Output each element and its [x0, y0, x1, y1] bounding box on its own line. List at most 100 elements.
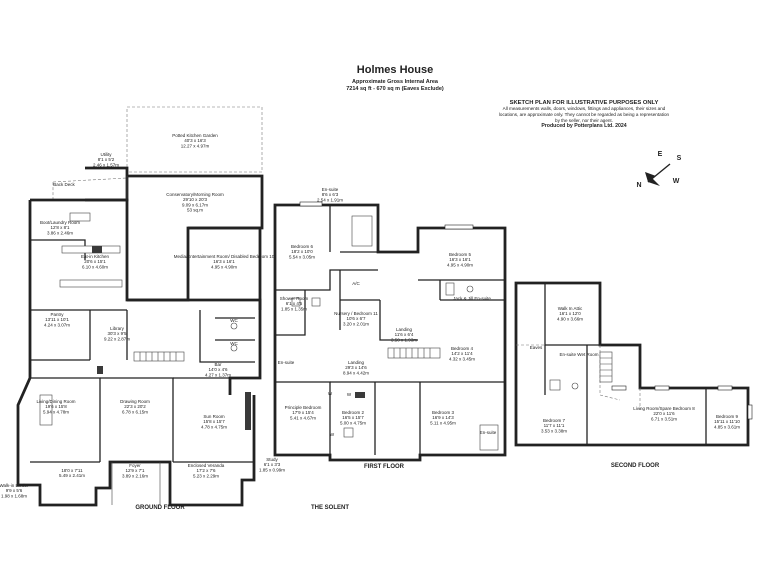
- room-label-line: W: [330, 432, 335, 437]
- disclaimer: SKETCH PLAN FOR ILLUSTRATIVE PURPOSES ON…: [498, 100, 670, 129]
- compass-w: W: [673, 178, 680, 185]
- room-label-line: Living Room/Spare Bedroom 8: [633, 406, 695, 411]
- room-label-line: 6'1 x 4'5: [286, 301, 303, 306]
- room-label: W: [330, 432, 335, 437]
- room-label-line: WC: [230, 341, 238, 346]
- room-label-line: 16'3 x 16'1: [213, 259, 235, 264]
- room-label-line: 3.86 x 2.46m: [47, 230, 73, 235]
- room-label-line: Walk In Attic: [558, 306, 583, 311]
- room-label: Jack & Jill En-suite: [453, 296, 491, 301]
- first-floor-caption: FIRST FLOOR: [364, 464, 405, 470]
- room-label-line: W: [347, 392, 352, 397]
- room-label-line: 5.94 x 4.78m: [43, 409, 69, 414]
- room-label-line: 2.54 x 1.91m: [317, 197, 343, 202]
- room-label-line: 18'0 x 7'11: [61, 468, 83, 473]
- room-label-line: 17'9 x 15'4: [292, 410, 314, 415]
- room-label-line: Boot/Laundry Room: [40, 220, 80, 225]
- room-label-line: 6'1 x 3'3: [264, 462, 281, 467]
- room-label-line: Pantry: [50, 312, 64, 317]
- area-caption: Approximate Gross Internal Area: [352, 79, 438, 85]
- outside-caption: THE SOLENT: [311, 505, 349, 511]
- ground-floor-plan: [16, 106, 264, 507]
- room-label-line: Landing: [348, 360, 365, 365]
- room-label-line: 4.32 x 3.45m: [449, 356, 475, 361]
- room-label-line: 15'8 x 15'7: [203, 419, 225, 424]
- ground-stairs: [133, 351, 185, 362]
- room-label-line: 5.49 x 2.41m: [59, 473, 85, 478]
- room-label-line: 4.78 x 4.75m: [201, 424, 227, 429]
- room-label-line: W: [328, 391, 333, 396]
- room-label-line: 3.50 x 1.93m: [391, 337, 417, 342]
- room-label-line: 19'6 x 15'8: [45, 404, 67, 409]
- room-label-line: Conservatory/Morning Room: [166, 192, 224, 197]
- room-label: En-suite: [278, 360, 295, 365]
- room-label: W: [328, 391, 333, 396]
- room-label-line: Potted Kitchen Garden: [172, 133, 218, 138]
- room-label-line: 1.98 x 1.68m: [1, 493, 27, 498]
- room-label: WC: [230, 341, 238, 346]
- room-label-line: 8.94 x 4.42m: [343, 370, 369, 375]
- room-label-line: 29'3 x 14'6: [345, 365, 367, 370]
- room-label-line: 4.90 x 3.66m: [557, 316, 583, 321]
- room-label-line: Drawing Room: [120, 399, 150, 404]
- room-label-line: 3.53 x 3.38m: [541, 428, 567, 433]
- room-label-line: Bedroom 3: [432, 410, 455, 415]
- room-label-line: Back Deck: [53, 182, 75, 187]
- room-label-line: Bedroom 9: [716, 414, 739, 419]
- room-label-line: 14'0 x 4'6: [209, 367, 228, 372]
- room-label-line: 15'11 x 11'10: [714, 419, 740, 424]
- disclaimer-body: All measurements walls, doors, windows, …: [498, 106, 670, 123]
- room-label-line: 17'2 x 7'6: [197, 468, 216, 473]
- room-label-line: WC: [230, 318, 238, 323]
- room-label-line: 53 sq.m: [187, 208, 203, 213]
- room-label-line: Bedroom 2: [342, 410, 365, 415]
- room-label-line: Utility: [101, 152, 113, 157]
- room-label-line: 9.09 x 6.17m: [182, 202, 208, 207]
- room-label-line: Foyer: [129, 463, 141, 468]
- room-label-line: 5.23 x 2.29m: [193, 473, 219, 478]
- first-floor-stairs: [387, 347, 441, 359]
- plan-subtitle: Approximate Gross Internal Area 7214 sq …: [300, 79, 490, 93]
- room-label-line: 12'8 x 8'1: [51, 225, 70, 230]
- room-label: WC: [230, 318, 238, 323]
- room-label-line: 6.78 x 6.15m: [122, 409, 148, 414]
- room-label-line: Bedroom 5: [449, 252, 472, 257]
- room-label-line: Study: [266, 457, 278, 462]
- disclaimer-producer: Produced by Potterplans Ltd. 2024: [541, 123, 627, 130]
- room-label-line: 16'1 x 12'0: [559, 311, 581, 316]
- compass-s: S: [677, 155, 682, 162]
- room-label-line: 22'0 x 11'6: [653, 411, 675, 416]
- room-label-line: 4.24 x 3.07m: [44, 322, 70, 327]
- plan-title: Holmes House: [356, 64, 434, 76]
- room-label-line: 9'9 x 5'6: [6, 488, 23, 493]
- room-label-line: 5.11 x 4.95m: [430, 420, 456, 425]
- room-label-line: 4.27 x 1.37m: [205, 372, 231, 377]
- room-label-line: 12.27 x 4.97m: [181, 143, 210, 148]
- room-label-line: 13'11 x 10'1: [45, 317, 69, 322]
- room-label-line: 5.00 x 4.75m: [340, 420, 366, 425]
- room-label-line: Nursery / Bedroom 11: [334, 311, 378, 316]
- second-floor-plan: [514, 281, 753, 447]
- room-label-line: 22'3 x 20'2: [124, 404, 146, 409]
- room-label-line: 6.10 x 4.60m: [82, 264, 108, 269]
- room-label-line: Bedroom 7: [543, 418, 566, 423]
- room-label-line: 20'6 x 15'1: [84, 259, 106, 264]
- room-label: En-suite: [480, 430, 497, 435]
